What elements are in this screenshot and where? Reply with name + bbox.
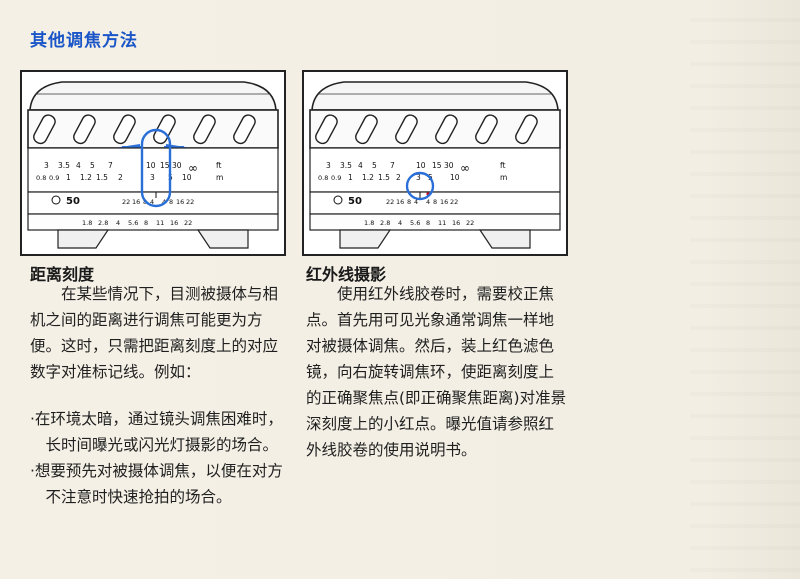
paragraph-infrared: 使用红外线胶卷时，需要校正焦点。首先用可见光象通常调焦一样地对被摄体调焦。然后，… (306, 285, 567, 459)
highlight-marker-left (140, 128, 172, 208)
left-m-label: m (216, 173, 223, 182)
left-ft-3: 3 (44, 161, 49, 170)
left-m-2: 2 (118, 173, 123, 182)
lens-diagram-distance-scale: 3 3.5 4 5 7 10 15 30 ∞ ft 0.8 0.9 1 1.2 … (20, 70, 286, 256)
left-ft-15: 15 (160, 161, 170, 170)
right-dof-8a: 8 (407, 198, 411, 206)
right-ft-15: 15 (432, 161, 442, 170)
left-f-16: 16 (170, 219, 178, 227)
right-f-2.8: 2.8 (380, 219, 390, 227)
lens-illustration-left: 3 3.5 4 5 7 10 15 30 ∞ ft 0.8 0.9 1 1.2 … (27, 81, 279, 249)
right-dof-8b: 8 (433, 198, 437, 206)
left-m-0.8: 0.8 (36, 174, 46, 182)
right-ft-3: 3 (326, 161, 331, 170)
left-dof-22a: 22 (122, 198, 130, 206)
left-f-8: 8 (144, 219, 148, 227)
left-ft-7: 7 (108, 161, 113, 170)
left-m-1: 1 (66, 173, 71, 182)
right-f-1.8: 1.8 (364, 219, 374, 227)
right-ft-10: 10 (416, 161, 426, 170)
right-f-22: 22 (466, 219, 474, 227)
left-ft-3.5: 3.5 (58, 161, 70, 170)
left-dof-8b: 8 (169, 198, 173, 206)
left-dof-22b: 22 (186, 198, 194, 206)
right-ft-label: ft (500, 161, 506, 170)
right-ft-7: 7 (390, 161, 395, 170)
lens-diagram-infrared: 3 3.5 4 5 7 10 15 30 ∞ ft 0.8 0.9 1 1.2 … (302, 70, 568, 256)
left-m-0.9: 0.9 (49, 174, 59, 182)
paragraph-distance-scale: 在某些情况下，目测被摄体与相机之间的距离进行调焦可能更为方便。这时，只需把距离刻… (30, 285, 279, 381)
right-m-2: 2 (396, 173, 401, 182)
right-m-0.8: 0.8 (318, 174, 328, 182)
left-f-4: 4 (116, 219, 120, 227)
left-aperture-mark: 50 (66, 196, 80, 207)
right-ft-inf: ∞ (460, 161, 470, 175)
bullet-item: ·想要预先对被摄体调焦，以便在对方不注意时快速抢拍的场合。 (30, 462, 283, 506)
right-dof-4a: 4 (414, 198, 418, 206)
right-ft-5: 5 (372, 161, 377, 170)
left-ft-5: 5 (90, 161, 95, 170)
right-ft-30: 30 (444, 161, 454, 170)
right-m-1.2: 1.2 (362, 173, 374, 182)
left-dof-4a: 4 (150, 198, 154, 206)
right-aperture-mark: 50 (348, 196, 362, 207)
left-f-5.6: 5.6 (128, 219, 138, 227)
left-ft-30: 30 (172, 161, 182, 170)
right-m-1.5: 1.5 (378, 173, 390, 182)
left-ft-label: ft (216, 161, 222, 170)
left-m-3: 3 (150, 173, 155, 182)
right-f-5.6: 5.6 (410, 219, 420, 227)
left-m-10: 10 (182, 173, 192, 182)
heading-infrared: 红外线摄影 (306, 265, 387, 284)
lens-illustration-right: 3 3.5 4 5 7 10 15 30 ∞ ft 0.8 0.9 1 1.2 … (309, 81, 561, 249)
right-m-10: 10 (450, 173, 460, 182)
right-m-3: 3 (416, 173, 421, 182)
right-dof-16b: 16 (440, 198, 448, 206)
left-dof-16a: 16 (132, 198, 140, 206)
left-m-1.5: 1.5 (96, 173, 108, 182)
right-dof-22b: 22 (450, 198, 458, 206)
left-m-1.2: 1.2 (80, 173, 92, 182)
right-dof-22a: 22 (386, 198, 394, 206)
bullet-item: ·在环境太暗，通过镜头调焦困难时，长时间曝光或闪光灯摄影的场合。 (30, 410, 283, 454)
right-m-1: 1 (348, 173, 353, 182)
left-ft-inf: ∞ (188, 161, 198, 175)
section-title: 其他调焦方法 (30, 31, 138, 51)
left-f-2.8: 2.8 (98, 219, 108, 227)
right-m-0.9: 0.9 (331, 174, 341, 182)
right-dof-4b: 4 (426, 198, 430, 206)
left-f-11: 11 (156, 219, 164, 227)
right-ft-4: 4 (358, 161, 363, 170)
right-ft-3.5: 3.5 (340, 161, 352, 170)
left-ft-10: 10 (146, 161, 156, 170)
left-f-22: 22 (184, 219, 192, 227)
right-m-label: m (500, 173, 507, 182)
highlight-marker-right (405, 171, 435, 201)
left-f-1.8: 1.8 (82, 219, 92, 227)
bullet-list: ·在环境太暗，通过镜头调焦困难时，长时间曝光或闪光灯摄影的场合。 ·想要预先对被… (30, 406, 292, 510)
right-f-8: 8 (426, 219, 430, 227)
heading-distance-scale: 距离刻度 (30, 265, 95, 284)
bleed-through-texture (690, 0, 800, 579)
left-ft-4: 4 (76, 161, 81, 170)
right-dof-16a: 16 (396, 198, 404, 206)
left-dof-16b: 16 (176, 198, 184, 206)
right-f-4: 4 (398, 219, 402, 227)
right-f-16: 16 (452, 219, 460, 227)
right-f-11: 11 (438, 219, 446, 227)
